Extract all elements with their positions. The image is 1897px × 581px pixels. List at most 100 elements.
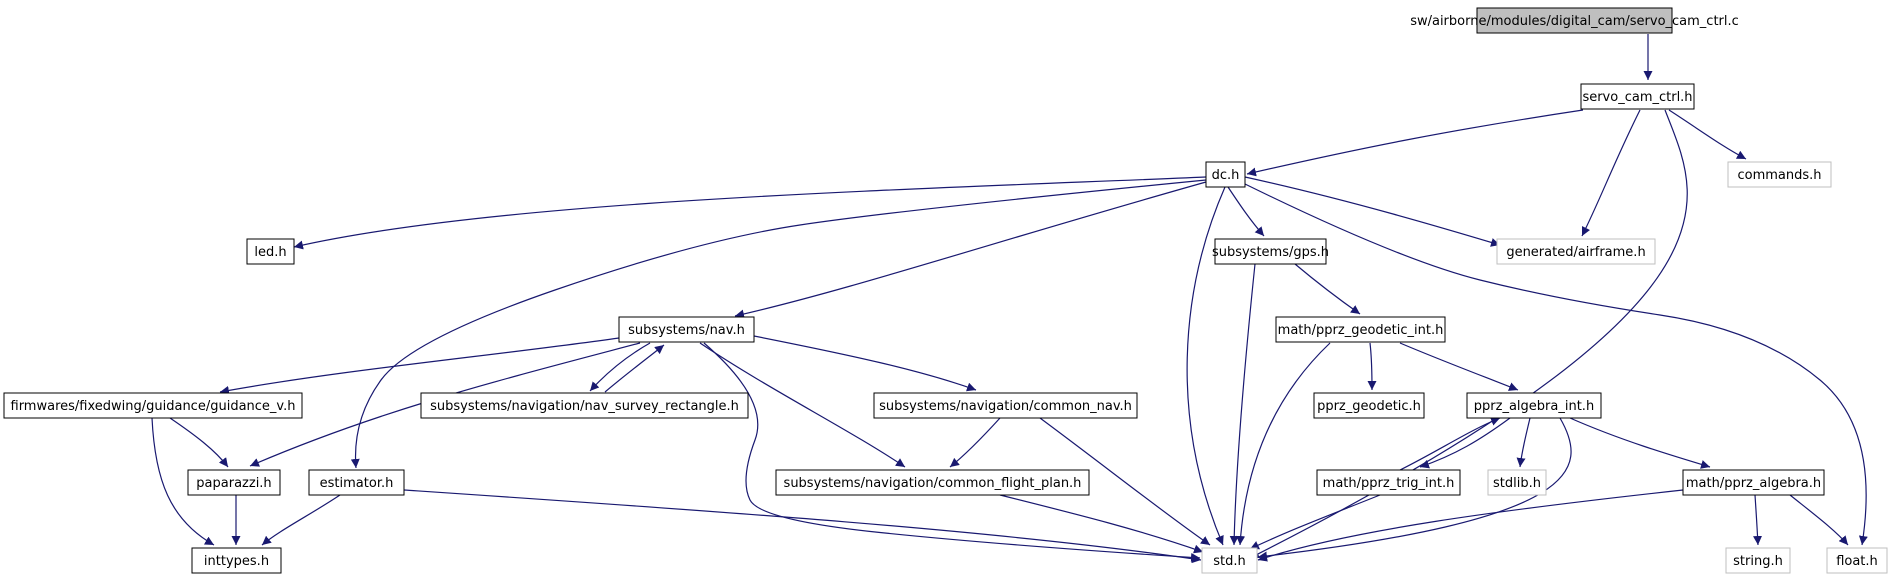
node-geoint[interactable]: math/pprz_geodetic_int.h: [1275, 316, 1446, 343]
node-box: [308, 469, 405, 496]
node-box: [187, 469, 281, 496]
node-box: [775, 469, 1090, 496]
edge-gps-to-std: [1229, 263, 1256, 546]
edge-dc-to-float: [1244, 183, 1868, 546]
node-box: [873, 392, 1138, 419]
node-box: [420, 392, 749, 419]
node-box: [1682, 469, 1825, 496]
edge-dc-to-gps: [1227, 186, 1265, 237]
node-led[interactable]: led.h: [246, 238, 295, 265]
edge-algint-to-trig: [1419, 417, 1511, 469]
edge-survey-to-nav: [604, 344, 665, 393]
node-estimator[interactable]: estimator.h: [308, 469, 405, 496]
node-label: subsystems/gps.h: [1212, 245, 1329, 260]
node-label: led.h: [254, 245, 286, 260]
node-geodetic[interactable]: pprz_geodetic.h: [1313, 392, 1425, 419]
node-label: subsystems/nav.h: [628, 323, 745, 338]
edge-estimator-to-std: [403, 489, 1202, 564]
node-box: [1466, 392, 1602, 419]
edge-geoint-to-algint: [1399, 342, 1519, 391]
node-float: float.h: [1826, 547, 1888, 574]
edge-algint-to-alg: [1569, 417, 1711, 469]
node-alg[interactable]: math/pprz_algebra.h: [1682, 469, 1825, 496]
node-trig[interactable]: math/pprz_trig_int.h: [1316, 469, 1461, 496]
node-root[interactable]: sw/airborne/modules/digital_cam/servo_ca…: [1410, 7, 1739, 34]
edge-alg-to-string: [1753, 494, 1763, 546]
node-std: std.h: [1201, 547, 1258, 574]
edge-guidance-to-inttypes: [151, 417, 215, 546]
node-label: math/pprz_algebra.h: [1686, 476, 1821, 491]
node-label: servo_cam_ctrl.h: [1582, 90, 1692, 105]
edge-dc-to-nav: [734, 181, 1207, 319]
node-label: sw/airborne/modules/digital_cam/servo_ca…: [1410, 14, 1739, 29]
node-box: [1316, 469, 1461, 496]
node-label: dc.h: [1212, 168, 1240, 183]
node-label: commands.h: [1737, 168, 1821, 183]
node-box: [246, 238, 295, 265]
node-box: [1313, 392, 1425, 419]
node-label: subsystems/navigation/nav_survey_rectang…: [430, 399, 739, 414]
node-dc[interactable]: dc.h: [1205, 161, 1246, 188]
node-box: [3, 392, 303, 419]
node-survey[interactable]: subsystems/navigation/nav_survey_rectang…: [420, 392, 749, 419]
node-label: firmwares/fixedwing/guidance/guidance_v.…: [11, 399, 296, 414]
node-box: [1201, 547, 1258, 574]
node-box: [1826, 547, 1888, 574]
node-algint[interactable]: pprz_algebra_int.h: [1466, 392, 1602, 419]
node-string: string.h: [1725, 547, 1791, 574]
edge-commonnav-to-std: [1039, 417, 1211, 546]
edge-nav-to-commonnav: [753, 335, 977, 392]
edge-nav-to-cfp: [699, 342, 906, 468]
node-stdlib: stdlib.h: [1487, 469, 1547, 496]
edge-commonnav-to-cfp: [949, 417, 1001, 468]
node-label: paparazzi.h: [196, 476, 271, 491]
edge-geoint-to-geodetic: [1367, 342, 1377, 391]
node-commands: commands.h: [1727, 161, 1832, 188]
edge-dc-to-led: [293, 176, 1207, 250]
node-label: pprz_algebra_int.h: [1474, 399, 1594, 414]
node-box: [1725, 547, 1791, 574]
node-commonnav[interactable]: subsystems/navigation/common_nav.h: [873, 392, 1138, 419]
edge-algint-to-stdlib: [1516, 417, 1531, 468]
node-servo[interactable]: servo_cam_ctrl.h: [1580, 83, 1695, 110]
node-box: [1476, 7, 1673, 34]
node-cfp[interactable]: subsystems/navigation/common_flight_plan…: [775, 469, 1090, 496]
node-box: [618, 316, 755, 343]
edge-nav-to-survey: [589, 342, 651, 392]
edge-gps-to-geoint: [1294, 263, 1361, 315]
node-label: float.h: [1836, 554, 1878, 569]
node-airframe: generated/airframe.h: [1496, 238, 1656, 265]
node-label: pprz_geodetic.h: [1317, 399, 1421, 414]
node-label: subsystems/navigation/common_flight_plan…: [784, 476, 1082, 491]
node-gps[interactable]: subsystems/gps.h: [1212, 238, 1329, 265]
edge-estimator-to-inttypes: [261, 494, 341, 546]
edge-trig-to-std: [1249, 494, 1381, 550]
edge-alg-to-float: [1789, 494, 1849, 546]
edge-servo-to-std: [1249, 109, 1688, 559]
edge-cfp-to-std: [999, 494, 1204, 554]
edge-guidance-to-paparazzi: [169, 417, 229, 468]
node-label: stdlib.h: [1493, 476, 1541, 491]
node-label: std.h: [1213, 554, 1246, 569]
edge-alg-to-std: [1257, 489, 1684, 562]
node-guidance[interactable]: firmwares/fixedwing/guidance/guidance_v.…: [3, 392, 303, 419]
node-label: subsystems/navigation/common_nav.h: [879, 399, 1132, 414]
edge-nav-to-std: [703, 342, 1201, 562]
edge-trig-to-algint: [1399, 417, 1501, 471]
edge-servo-to-dc: [1246, 109, 1584, 177]
node-label: estimator.h: [320, 476, 394, 491]
node-label: string.h: [1733, 554, 1783, 569]
edge-servo-to-commands: [1668, 109, 1747, 160]
node-box: [1580, 83, 1695, 110]
node-box: [1205, 161, 1246, 188]
node-box: [1727, 161, 1832, 188]
node-box: [1487, 469, 1547, 496]
node-paparazzi[interactable]: paparazzi.h: [187, 469, 281, 496]
node-inttypes[interactable]: inttypes.h: [191, 547, 282, 574]
node-label: math/pprz_trig_int.h: [1323, 476, 1455, 491]
node-box: [191, 547, 282, 574]
node-label: math/pprz_geodetic_int.h: [1278, 323, 1444, 338]
node-nav[interactable]: subsystems/nav.h: [618, 316, 755, 343]
edge-dc-to-airframe: [1244, 176, 1501, 247]
